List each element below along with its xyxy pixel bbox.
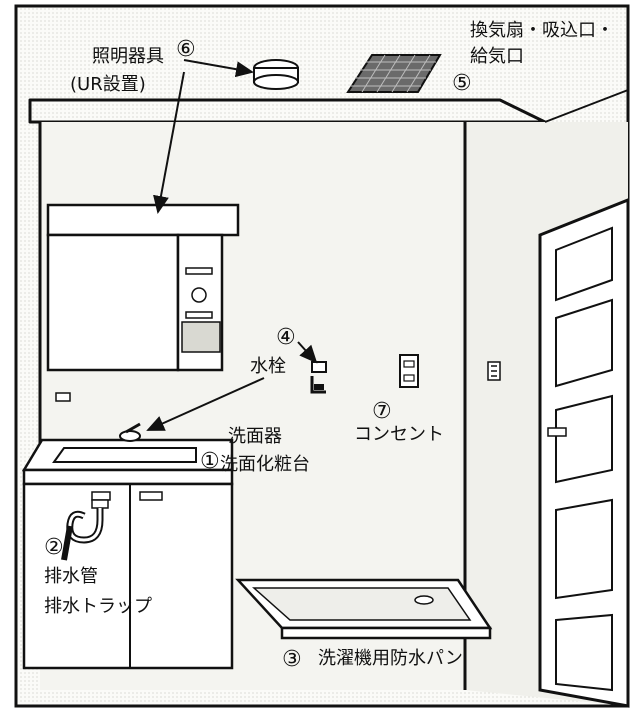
callout-5: 換気扇・吸込口・ 給気口 ⑤	[452, 20, 614, 96]
callout-7-label: コンセント	[354, 424, 444, 445]
washer-pan-icon	[235, 578, 493, 640]
callout-5-number: ⑤	[452, 71, 472, 96]
callout-1-sublabel: 洗面化粧台	[220, 454, 310, 475]
sink-faucet-icon	[119, 422, 141, 442]
callout-6-label: 照明器具	[92, 46, 164, 67]
callout-1-number: ①	[200, 449, 220, 474]
callout-4: ④ 水栓	[250, 325, 296, 377]
callout-3-number: ③	[282, 647, 302, 672]
callout-2: ② 排水管 排水トラップ	[44, 535, 152, 617]
ventilation-fan-icon	[346, 54, 442, 93]
water-tap-icon	[310, 361, 327, 394]
vanity-base-cabinet	[21, 392, 234, 670]
callout-7: ⑦ コンセント	[354, 399, 444, 445]
callout-3: ③ 洗濯機用防水パン	[282, 647, 463, 672]
callout-4-number: ④	[276, 325, 296, 350]
right-wall-top	[544, 89, 629, 123]
callout-2-sublabel: 排水トラップ	[44, 596, 152, 617]
callout-1: 洗面器 ① 洗面化粧台	[200, 426, 310, 475]
callout-6: 照明器具 ⑥ (UR設置)	[70, 37, 196, 95]
callout-5-sublabel: 給気口	[470, 46, 524, 67]
power-outlet-icon	[399, 354, 419, 388]
leader-tap	[297, 341, 318, 364]
callout-3-label: 洗濯機用防水パン	[318, 648, 463, 669]
callout-6-sublabel: (UR設置)	[70, 74, 146, 95]
vanity-mirror-cabinet	[46, 203, 240, 372]
callout-5-label: 換気扇・吸込口・	[470, 20, 614, 41]
leader-sink-faucet	[146, 377, 265, 431]
callout-7-number: ⑦	[372, 399, 392, 424]
drain-trap-icon	[61, 499, 109, 561]
callout-4-label: 水栓	[250, 356, 286, 377]
leader-light	[183, 59, 254, 78]
wall-switch-icon	[487, 361, 501, 381]
ceiling-light-icon	[253, 59, 299, 90]
callout-6-number: ⑥	[176, 37, 196, 62]
callout-2-number: ②	[44, 535, 64, 560]
callout-2-label: 排水管	[44, 566, 98, 587]
leader-mirror-light	[153, 71, 185, 214]
callout-1-label: 洗面器	[228, 426, 282, 447]
door	[538, 197, 630, 708]
